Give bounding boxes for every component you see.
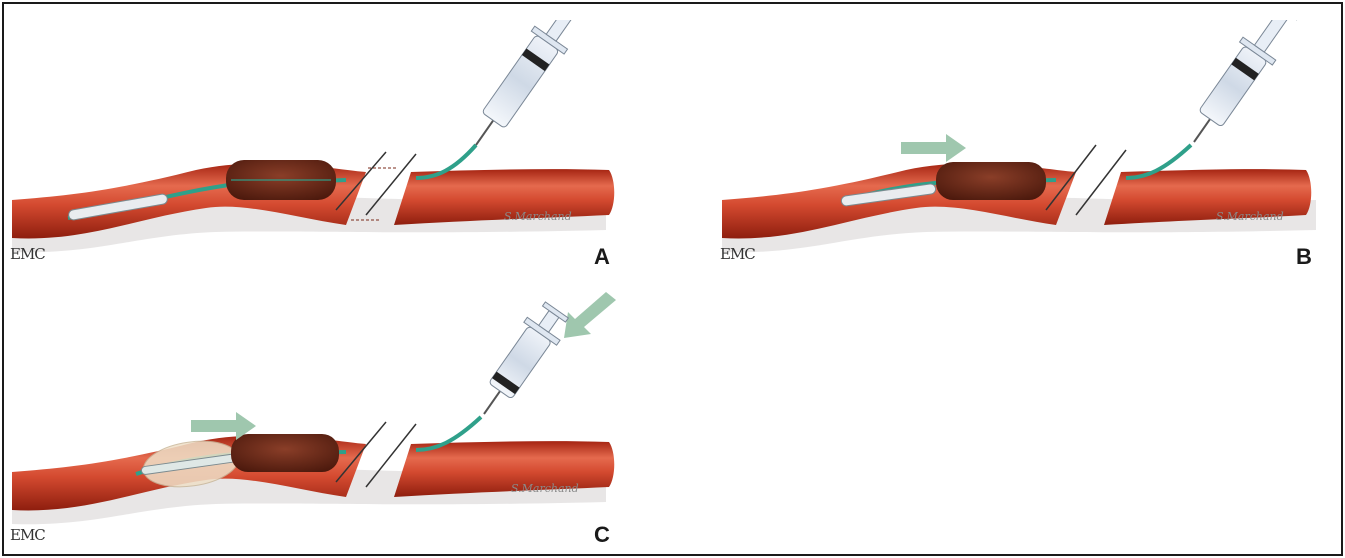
svg-text:S.Marchand: S.Marchand — [1216, 210, 1284, 223]
svg-text:S.Marchand: S.Marchand — [511, 482, 579, 495]
panel-c: S.Marchand EMC C — [6, 292, 626, 542]
panel-label-a: A — [594, 244, 610, 270]
direction-arrow-icon — [901, 134, 966, 162]
syringe-icon — [460, 20, 591, 156]
emc-logo: EMC — [10, 526, 45, 544]
svg-text:S.Marchand: S.Marchand — [504, 210, 572, 223]
panel-label-b: B — [1296, 244, 1312, 270]
panel-b: S.Marchand EMC B — [716, 20, 1336, 270]
panel-c-illustration: S.Marchand — [6, 292, 626, 542]
panel-a: S.Marchand EMC A — [6, 20, 626, 270]
emc-logo: EMC — [720, 245, 755, 263]
panel-label-c: C — [594, 522, 610, 548]
emc-logo: EMC — [10, 245, 45, 263]
panel-b-illustration: S.Marchand — [716, 20, 1336, 270]
panel-a-illustration: S.Marchand — [6, 20, 626, 270]
